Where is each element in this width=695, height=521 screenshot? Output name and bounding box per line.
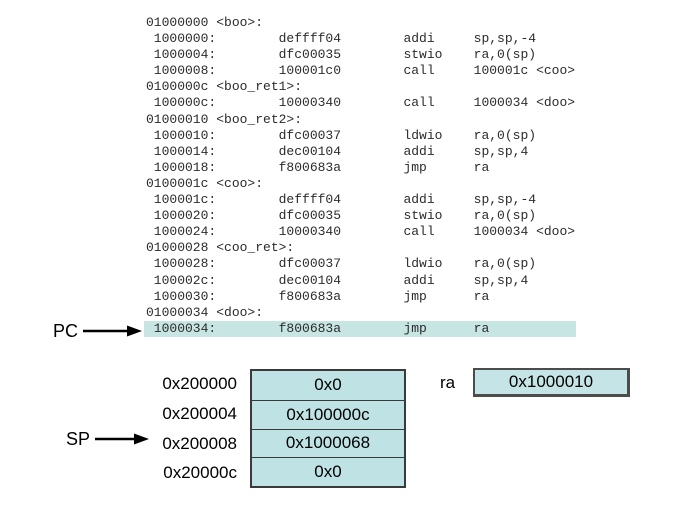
disassembly-line: 1000020: dfc00035 stwio ra,0(sp) bbox=[146, 208, 537, 224]
disassembly-line: 0100001c <coo>: bbox=[146, 175, 264, 191]
pc-pointer: PC bbox=[53, 321, 143, 341]
stack-memory-box: 0x0 0x100000c 0x1000068 0x0 bbox=[250, 369, 406, 488]
ra-register-box: 0x1000010 bbox=[473, 368, 630, 397]
stack-address: 0x200004 bbox=[162, 403, 237, 423]
disassembly-line: 01000010 <boo_ret2>: bbox=[146, 111, 303, 127]
sp-label: SP bbox=[66, 429, 91, 449]
pc-arrow-icon bbox=[83, 325, 143, 337]
sp-arrow-icon bbox=[95, 433, 150, 445]
disassembly-line: 1000008: 100001c0 call 100001c <coo> bbox=[146, 63, 576, 79]
pc-current-line: 1000034: f800683a jmp ra bbox=[144, 320, 576, 337]
ra-register-label: ra bbox=[440, 373, 456, 392]
stack-address: 0x20000c bbox=[163, 463, 237, 483]
disassembly-line: 0100000c <boo_ret1>: bbox=[146, 79, 303, 95]
stack-address: 0x200008 bbox=[162, 433, 237, 453]
disassembly-line: 100001c: deffff04 addi sp,sp,-4 bbox=[146, 192, 537, 208]
disassembly-line: 1000014: dec00104 addi sp,sp,4 bbox=[146, 143, 529, 159]
stack-cell-value: 0x0 bbox=[252, 371, 404, 400]
disassembly-line: 01000000 <boo>: bbox=[146, 15, 264, 30]
disassembly-listing: 01000000 <boo>: 1000000: deffff04 addi s… bbox=[144, 15, 576, 337]
disassembly-line: 1000004: dfc00035 stwio ra,0(sp) bbox=[146, 47, 537, 63]
disassembly-line: 01000034 <doo>: bbox=[146, 304, 264, 320]
stack-cell-value: 0x100000c bbox=[252, 399, 404, 429]
stack-cell-value: 0x1000068 bbox=[252, 428, 404, 458]
disassembly-line: 100000c: 10000340 call 1000034 <doo> bbox=[146, 95, 576, 111]
disassembly-line: 1000024: 10000340 call 1000034 <doo> bbox=[146, 224, 576, 240]
disassembly-line: 1000018: f800683a jmp ra bbox=[146, 159, 490, 175]
sp-pointer: SP bbox=[66, 429, 150, 449]
stack-address: 0x200000 bbox=[162, 374, 237, 393]
pc-label: PC bbox=[53, 321, 79, 341]
disassembly-line: 1000000: deffff04 addi sp,sp,-4 bbox=[146, 31, 537, 47]
disassembly-line: 100002c: dec00104 addi sp,sp,4 bbox=[146, 272, 529, 288]
disassembly-line: 01000028 <coo_ret>: bbox=[146, 240, 295, 256]
disassembly-line: 1000030: f800683a jmp ra bbox=[146, 288, 490, 304]
stack-cell-value: 0x0 bbox=[252, 457, 404, 486]
ra-register-value: 0x1000010 bbox=[508, 372, 594, 391]
disassembly-line: 1000028: dfc00037 ldwio ra,0(sp) bbox=[146, 256, 537, 272]
disassembly-line: 1000010: dfc00037 ldwio ra,0(sp) bbox=[146, 127, 537, 143]
